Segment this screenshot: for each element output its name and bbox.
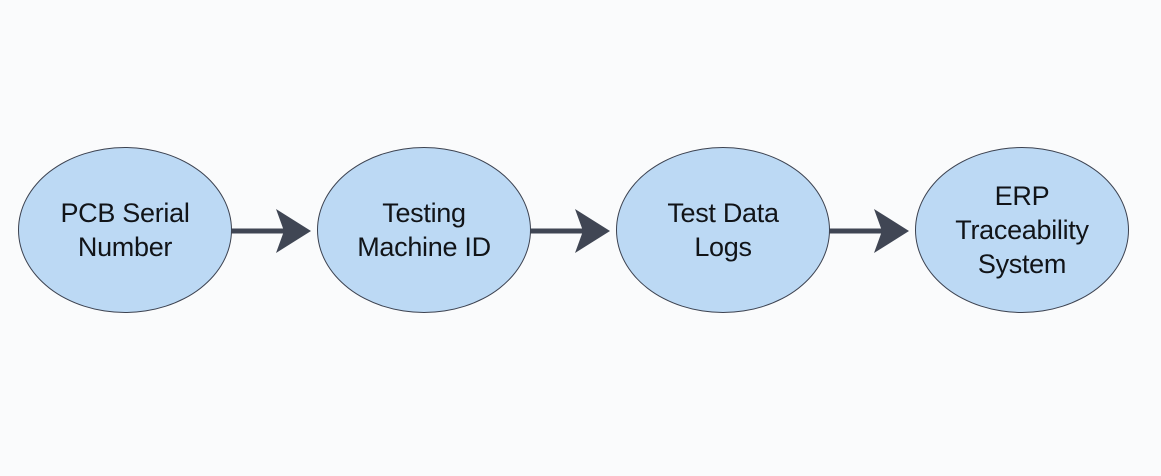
node-label-line: Traceability — [955, 215, 1089, 245]
node-testing-machine-id: Testing Machine ID — [317, 147, 531, 313]
node-label-line: PCB Serial — [60, 198, 190, 228]
node-erp-traceability-system: ERP Traceability System — [915, 147, 1129, 313]
node-label-line: Logs — [694, 232, 752, 262]
node-label: PCB Serial Number — [60, 196, 189, 264]
node-label-line: ERP — [994, 181, 1050, 211]
node-label: Testing Machine ID — [357, 196, 491, 264]
node-label-line: Testing — [382, 198, 466, 228]
node-pcb-serial-number: PCB Serial Number — [18, 147, 232, 313]
flow-arrow — [530, 209, 610, 253]
node-label: Test Data Logs — [667, 196, 779, 264]
node-label: ERP Traceability System — [955, 179, 1089, 281]
node-label-line: Number — [77, 232, 173, 262]
node-label-line: System — [977, 249, 1067, 279]
node-test-data-logs: Test Data Logs — [616, 147, 830, 313]
flow-arrow — [829, 209, 909, 253]
flow-arrow — [231, 209, 311, 253]
node-label-line: Machine ID — [357, 232, 491, 262]
node-label-line: Test Data — [667, 198, 779, 228]
